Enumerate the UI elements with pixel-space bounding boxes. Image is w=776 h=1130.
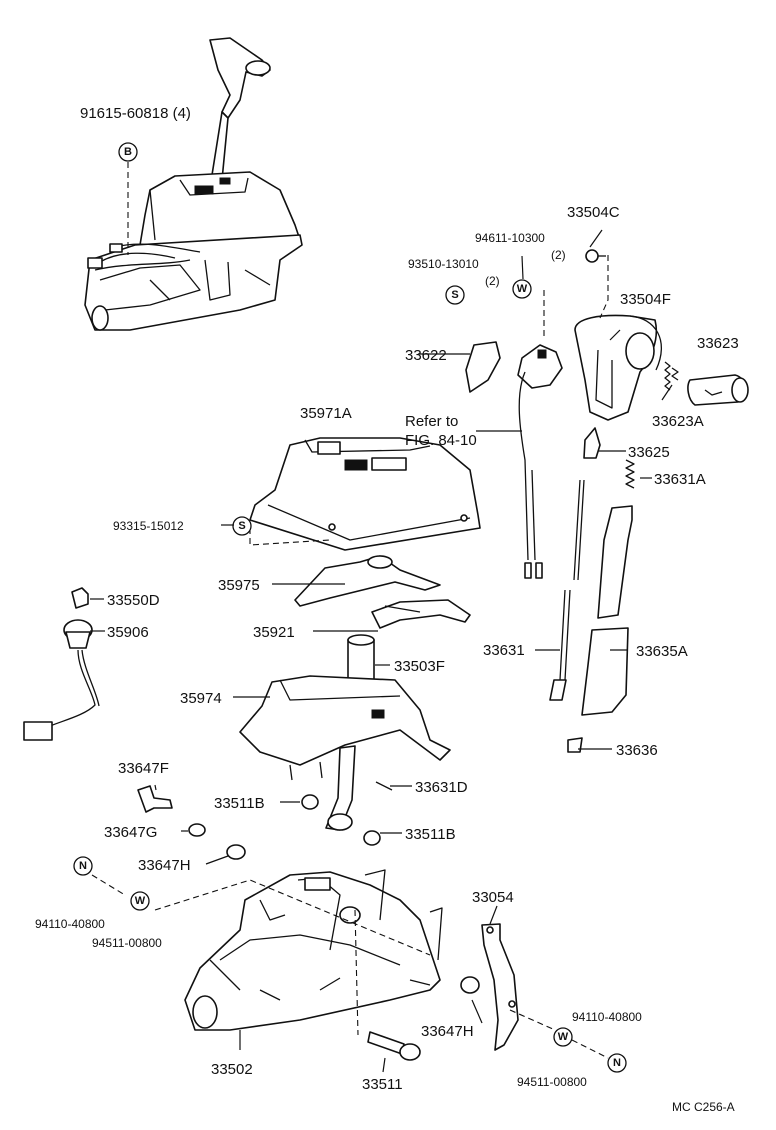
label-94110-40800-right: 94110-40800 bbox=[572, 1010, 642, 1024]
washer-symbol-W-left: W bbox=[130, 891, 150, 911]
label-33503F: 33503F bbox=[394, 658, 445, 675]
base-33502 bbox=[184, 869, 443, 1031]
cover-35971A bbox=[249, 437, 481, 551]
svg-text:W: W bbox=[135, 895, 146, 907]
dash-nut-right bbox=[571, 1039, 609, 1059]
nut-33647G bbox=[188, 823, 206, 837]
label-35971A: 35971A bbox=[300, 405, 352, 422]
dash-screw-93315 bbox=[249, 528, 331, 546]
label-35906: 35906 bbox=[107, 624, 149, 641]
nut-symbol-N-right: N bbox=[607, 1053, 627, 1073]
label-fig-84-10: FIG. 84-10 bbox=[405, 432, 477, 449]
label-33623A: 33623A bbox=[652, 413, 704, 430]
label-33636: 33636 bbox=[616, 742, 658, 759]
label-33631A: 33631A bbox=[654, 471, 706, 488]
dash-washer-right bbox=[509, 1009, 556, 1031]
footer-code: MC C256-A bbox=[672, 1100, 735, 1114]
svg-text:S: S bbox=[238, 520, 245, 532]
label-33511B-left: 33511B bbox=[214, 795, 265, 812]
label-33504C: 33504C bbox=[567, 204, 620, 221]
clip-33647H-b bbox=[460, 976, 480, 994]
screw-symbol-S-mid: S bbox=[232, 516, 252, 536]
label-33550D: 33550D bbox=[107, 592, 160, 609]
label-94511-00800-left: 94511-00800 bbox=[92, 936, 162, 950]
label-35975: 35975 bbox=[218, 577, 260, 594]
label-33623: 33623 bbox=[697, 335, 739, 352]
shift-knob-33504F bbox=[574, 314, 662, 421]
knob-cap-33623 bbox=[687, 374, 749, 406]
lever-arm-and-pins bbox=[301, 745, 393, 846]
bracket-33054 bbox=[481, 923, 519, 1051]
housing-35974 bbox=[239, 675, 451, 781]
label-33511B-right: 33511B bbox=[405, 826, 456, 843]
washer-symbol-W-top: W bbox=[512, 279, 532, 299]
svg-text:W: W bbox=[558, 1031, 569, 1043]
label-93315-15012: 93315-15012 bbox=[113, 519, 184, 533]
svg-text:W: W bbox=[517, 283, 528, 295]
label-33647F: 33647F bbox=[118, 760, 169, 777]
label-93510-13010: 93510-13010 bbox=[408, 257, 479, 271]
bolt-33511 bbox=[354, 909, 421, 1061]
label-33511: 33511 bbox=[362, 1076, 403, 1093]
washer-symbol-W-right: W bbox=[553, 1027, 573, 1047]
label-94110-40800-left: 94110-40800 bbox=[35, 917, 105, 931]
label-33625: 33625 bbox=[628, 444, 670, 461]
label-33622: 33622 bbox=[405, 347, 447, 364]
plate-35975 bbox=[294, 555, 441, 607]
dash-nut-left bbox=[91, 874, 126, 896]
label-33504C-qty: (2) bbox=[551, 248, 566, 262]
nut-33504C bbox=[585, 249, 606, 263]
nut-symbol-N-left: N bbox=[73, 856, 93, 876]
label-33647G: 33647G bbox=[104, 824, 157, 841]
shift-lever-assembly bbox=[84, 37, 303, 331]
label-33647H-bottom: 33647H bbox=[421, 1023, 474, 1040]
label-33631: 33631 bbox=[483, 642, 525, 659]
plate-35921 bbox=[371, 599, 471, 629]
label-35921: 35921 bbox=[253, 624, 295, 641]
bolt-symbol-B: B bbox=[118, 142, 138, 162]
label-94511-00800-right: 94511-00800 bbox=[517, 1075, 587, 1089]
screw-symbol-S-top: S bbox=[445, 285, 465, 305]
label-91615-60818: 91615-60818 (4) bbox=[80, 105, 191, 122]
label-33635A: 33635A bbox=[636, 643, 688, 660]
spring-33623A bbox=[664, 361, 679, 391]
svg-text:S: S bbox=[451, 289, 458, 301]
svg-text:N: N bbox=[613, 1057, 621, 1069]
svg-text:B: B bbox=[124, 146, 132, 158]
label-33504F: 33504F bbox=[620, 291, 671, 308]
label-33631D: 33631D bbox=[415, 779, 468, 796]
dash-washer-left bbox=[154, 879, 431, 956]
label-33054: 33054 bbox=[472, 889, 514, 906]
label-94611-qty: (2) bbox=[485, 274, 500, 288]
button-33622 bbox=[465, 341, 501, 393]
svg-text:N: N bbox=[79, 860, 87, 872]
switch-35906 bbox=[23, 619, 100, 741]
label-35974: 35974 bbox=[180, 690, 222, 707]
plug-33550D bbox=[71, 587, 89, 609]
label-33502: 33502 bbox=[211, 1061, 253, 1078]
label-refer-to: Refer to bbox=[405, 413, 458, 430]
label-94611-10300: 94611-10300 bbox=[475, 231, 545, 245]
label-33647H-top: 33647H bbox=[138, 857, 191, 874]
indicator-switch bbox=[517, 290, 563, 579]
bolt-33647F bbox=[137, 785, 173, 813]
clip-33647H bbox=[226, 844, 246, 860]
